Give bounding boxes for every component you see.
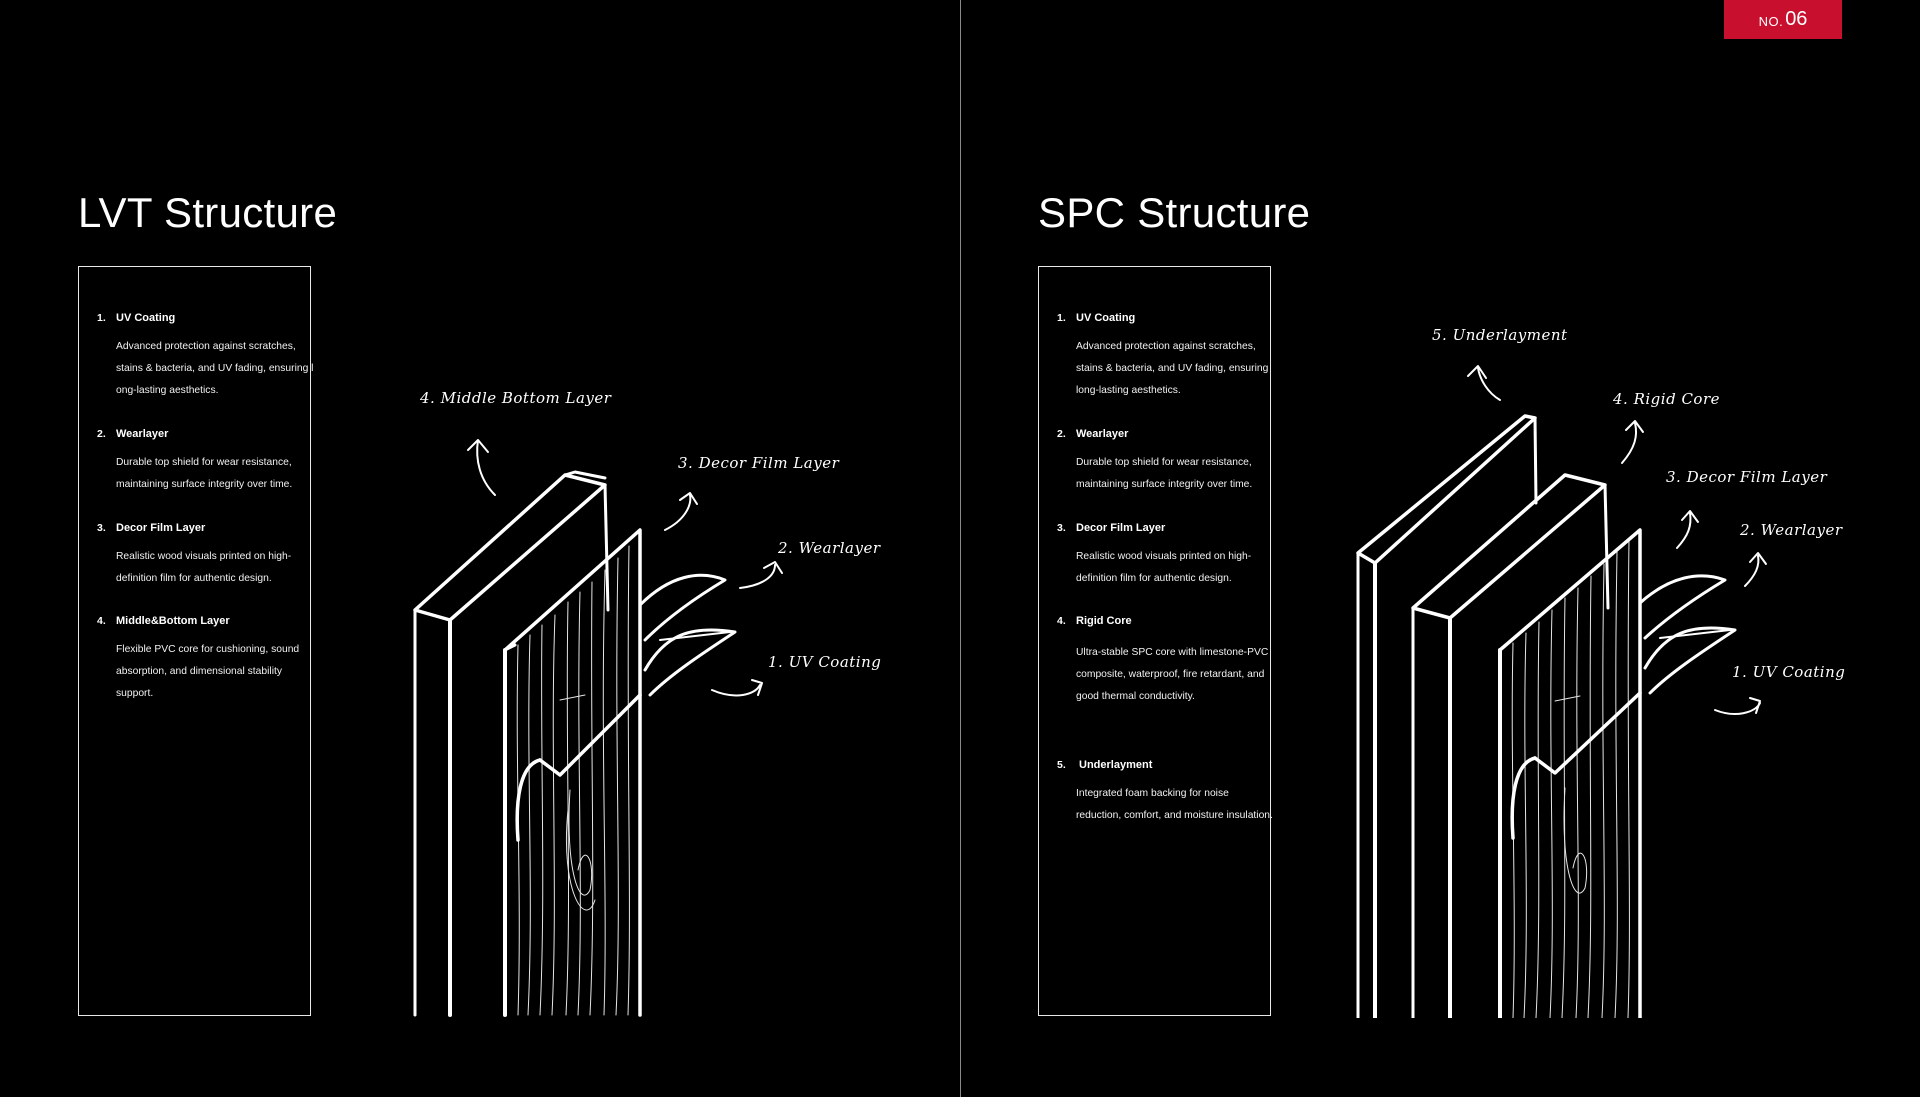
item-heading: Decor Film Layer — [116, 522, 206, 534]
item-heading: Middle&Bottom Layer — [116, 615, 230, 627]
lvt-label-middle-bottom: 4. Middle Bottom Layer — [419, 389, 612, 407]
wood-grain-lines — [516, 545, 630, 1016]
item-description: Durable top shield for wear resistance, … — [116, 457, 293, 490]
item-heading: Underlayment — [1079, 759, 1153, 771]
arrow-uv — [1714, 697, 1761, 715]
arrow-wear — [1744, 552, 1767, 587]
lvt-title: LVT Structure — [78, 189, 338, 236]
item-description: Advanced protection against scratches, s… — [1076, 341, 1269, 396]
page-number-prefix: NO. — [1758, 14, 1784, 29]
spc-label-decor-film: 3. Decor Film Layer — [1666, 468, 1828, 486]
spc-front-plank — [1498, 528, 1642, 1018]
spc-layer-list: 1. UV Coating Advanced protection agains… — [1038, 266, 1273, 1016]
arrow-wear — [739, 561, 783, 589]
item-number: 2. — [1057, 428, 1066, 440]
lvt-label-decor-film: 3. Decor Film Layer — [678, 454, 840, 472]
page-number: 06 — [1785, 8, 1808, 30]
item-number: 3. — [97, 522, 106, 534]
item-heading: Wearlayer — [116, 428, 169, 440]
item-description: Durable top shield for wear resistance, … — [1076, 457, 1253, 490]
item-description: Ultra-stable SPC core with limestone-PVC… — [1076, 647, 1269, 702]
item-heading: Decor Film Layer — [1076, 522, 1166, 534]
arrow-underlayment — [1467, 365, 1501, 401]
spc-rigid-core-panel — [1411, 473, 1607, 620]
item-heading: Rigid Core — [1076, 615, 1132, 627]
item-description: Realistic wood visuals printed on high-d… — [1076, 551, 1252, 584]
spc-label-rigid-core: 4. Rigid Core — [1612, 390, 1720, 408]
spc-label-underlayment: 5. Underlayment — [1432, 326, 1568, 344]
spc-layer-sketch: 5. Underlayment 4. Rigid Core 3. Decor F… — [1356, 326, 1845, 1018]
lvt-uv-layer-curl — [643, 628, 737, 697]
page-number-badge: NO. 06 — [1724, 0, 1842, 39]
item-number: 1. — [97, 312, 106, 324]
item-description: Realistic wood visuals printed on high-d… — [116, 551, 292, 584]
item-heading: UV Coating — [116, 312, 176, 324]
center-divider — [960, 0, 961, 1097]
item-description: Integrated foam backing for noise reduct… — [1076, 788, 1273, 821]
spc-underlayment-panel — [1356, 414, 1537, 565]
lvt-wear-layer-curl — [638, 573, 727, 642]
spc-label-uv-coating: 1. UV Coating — [1732, 663, 1845, 681]
item-number: 3. — [1057, 522, 1066, 534]
spc-wear-layer-curl — [1638, 574, 1727, 640]
item-number: 4. — [1057, 615, 1066, 627]
item-number: 5. — [1057, 759, 1066, 771]
arrow-decor — [1676, 510, 1699, 549]
lvt-front-plank — [503, 528, 642, 1017]
item-description: Flexible PVC core for cushioning, sound … — [116, 644, 300, 699]
spc-uv-layer-curl — [1643, 626, 1737, 695]
item-description: Advanced protection against scratches, s… — [116, 341, 314, 396]
item-number: 4. — [97, 615, 106, 627]
lvt-label-uv-coating: 1. UV Coating — [768, 653, 881, 671]
item-number: 2. — [97, 428, 106, 440]
spc-label-wearlayer: 2. Wearlayer — [1739, 521, 1843, 539]
lvt-layer-list: 1. UV Coating Advanced protection agains… — [78, 266, 313, 1016]
item-number: 1. — [1057, 312, 1066, 324]
lvt-layer-sketch: 4. Middle Bottom Layer 3. Decor Film Lay… — [413, 389, 881, 1017]
spc-title: SPC Structure — [1038, 189, 1311, 236]
arrow-middle-bottom — [467, 439, 496, 496]
lvt-back-panel — [413, 473, 607, 622]
arrow-decor — [664, 492, 698, 531]
item-heading: UV Coating — [1076, 312, 1136, 324]
wood-grain-lines — [1511, 539, 1630, 1018]
arrow-rigid-core — [1621, 420, 1644, 464]
item-heading: Wearlayer — [1076, 428, 1129, 440]
arrow-uv — [711, 679, 763, 697]
lvt-label-wearlayer: 2. Wearlayer — [777, 539, 881, 557]
